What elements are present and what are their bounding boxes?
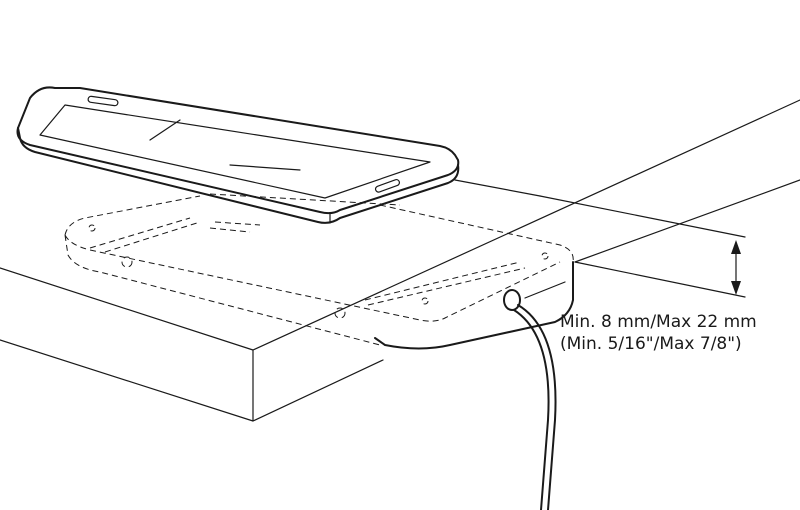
dimension-label-metric: Min. 8 mm/Max 22 mm	[560, 312, 757, 332]
arrow-up-icon	[731, 240, 741, 254]
arrow-down-icon	[731, 281, 741, 295]
dimension-label-imperial: (Min. 5/16"/Max 7/8")	[560, 334, 742, 354]
desk	[0, 99, 800, 422]
smartphone	[16, 86, 460, 224]
power-cable	[503, 289, 557, 510]
thickness-dimension	[539, 195, 746, 298]
charger-pad	[64, 193, 574, 350]
